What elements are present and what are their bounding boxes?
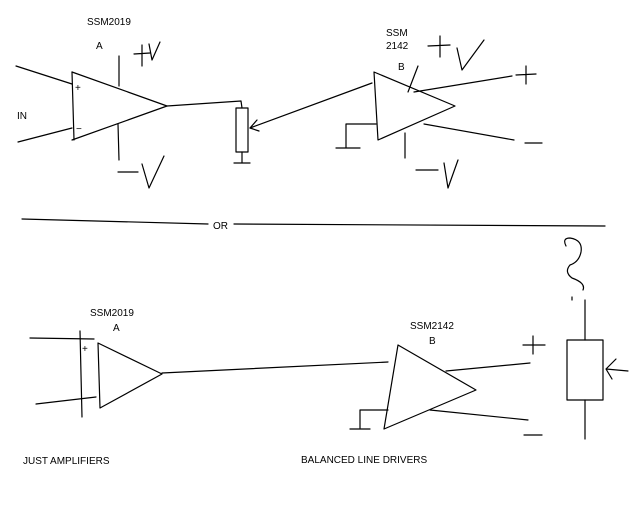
amp-a-input-bar-bottom: [79, 330, 83, 418]
amp-a-name-top: SSM2019: [87, 17, 131, 28]
bottom-input-line-lower: [35, 396, 97, 405]
amp-b-output-neg-top: [423, 123, 515, 141]
bottom-diagram: SSM2019 A + SSM2142 B JUST AMPLIFIERS: [23, 237, 629, 467]
amp-b-output-neg-bottom: [429, 409, 529, 421]
amp-a-triangle-bottom: [97, 342, 163, 409]
amp-a-supply-neg-stub: [117, 123, 120, 161]
potentiometer-ground: [233, 151, 251, 164]
output-pos-sign-top: [515, 65, 537, 85]
bottom-connect-wire: [161, 361, 389, 374]
caption-balanced-line-drivers: BALANCED LINE DRIVERS: [301, 455, 427, 466]
bottom-input-line-upper: [29, 337, 95, 340]
potentiometer-body: [235, 107, 249, 153]
amp-b-supply-neg-label: [415, 159, 459, 189]
amp-b-supply-pos-label: [427, 35, 485, 71]
divider-label: OR: [213, 221, 228, 232]
amp-b-name-line2-top: 2142: [386, 41, 409, 52]
amp-a-minus-pin-top: −: [76, 124, 82, 135]
divider-line-right: [233, 223, 606, 227]
amp-b-letter-bottom: B: [429, 336, 436, 347]
input-line-lower: [17, 127, 73, 143]
amp-b-triangle-top: [373, 71, 456, 141]
load-wiper: [605, 358, 629, 380]
amp-a-output-wire: [166, 100, 243, 109]
potentiometer-wiper-arrow: [249, 119, 260, 132]
amp-b-name-line1-top: SSM: [386, 28, 408, 39]
amp-a-supply-neg-label: [117, 155, 165, 189]
divider: OR: [21, 218, 606, 232]
load-resistor-body: [566, 339, 604, 401]
output-pos-sign-bottom: [522, 335, 546, 355]
amp-b-output-pos-bottom: [445, 362, 531, 372]
top-diagram: IN SSM2019 A + − SSM 2142 B: [15, 17, 543, 189]
amp-a-name-bottom: SSM2019: [90, 308, 134, 319]
amp-b-ground-top: [335, 123, 377, 149]
caption-just-amplifiers: JUST AMPLIFIERS: [23, 456, 110, 467]
input-label: IN: [17, 111, 27, 122]
amp-a-supply-pos-label: [133, 41, 161, 67]
amp-b-supply-pos-stub: [407, 65, 419, 93]
amp-b-letter-top: B: [398, 62, 405, 73]
amp-a-letter-bottom: A: [113, 323, 120, 334]
input-line-upper: [15, 65, 73, 85]
amp-a-plus-pin-bottom: +: [82, 344, 88, 355]
question-mark-icon: [564, 237, 585, 301]
amp-b-name-bottom: SSM2142: [410, 321, 454, 332]
amp-a-letter-top: A: [96, 41, 103, 52]
divider-line-left: [21, 218, 209, 225]
amp-b-ground-bottom: [349, 409, 389, 430]
potentiometer-wiper: [249, 82, 373, 129]
amp-a-plus-pin-top: +: [75, 83, 81, 94]
amp-b-triangle-bottom: [383, 344, 477, 430]
amp-b-output-pos-top: [413, 75, 513, 93]
amp-a-input-bar-top: [71, 71, 75, 141]
